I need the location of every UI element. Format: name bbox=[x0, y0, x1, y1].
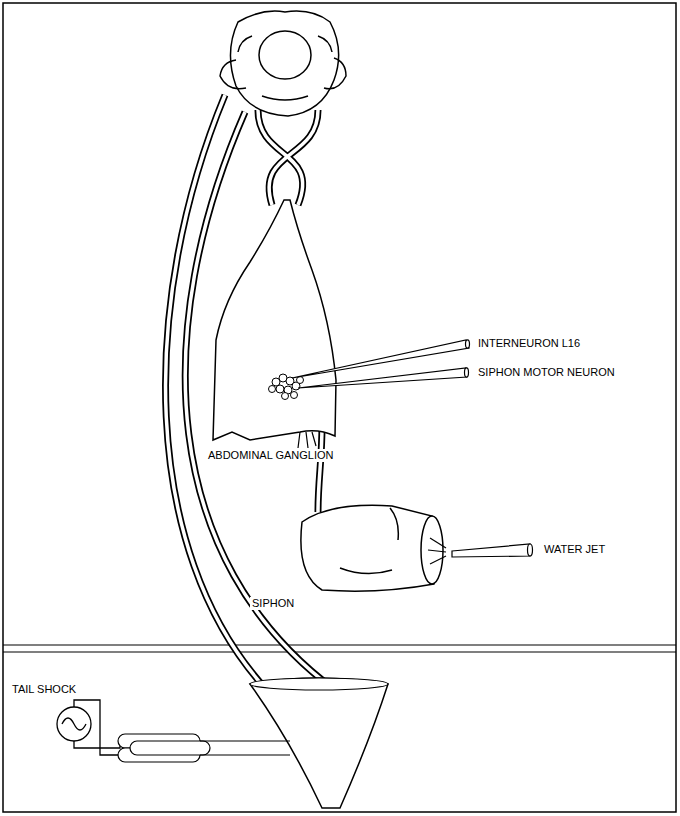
abdominal-ganglion-outline bbox=[213, 200, 336, 440]
part-label: ABDOMINAL GANGLION bbox=[206, 449, 336, 462]
microelectrode bbox=[292, 340, 470, 388]
frame bbox=[3, 3, 676, 812]
shock-electrodes bbox=[118, 734, 290, 762]
nerve-lumen bbox=[166, 95, 335, 690]
neuron-label: SIPHON MOTOR NEURON bbox=[476, 366, 617, 379]
nerves bbox=[166, 95, 335, 690]
part-label: SIPHON bbox=[250, 597, 296, 610]
tail-drawing bbox=[250, 678, 388, 808]
water-jet-nozzle bbox=[428, 538, 533, 564]
siphon-drawing bbox=[301, 505, 443, 591]
head-ganglia bbox=[220, 11, 346, 116]
tail-cut-edge bbox=[250, 678, 388, 690]
nerve-stubs bbox=[298, 432, 316, 448]
separator-line bbox=[3, 644, 676, 645]
neuron-cluster bbox=[269, 374, 304, 400]
part-label: TAIL SHOCK bbox=[10, 683, 78, 696]
part-label: WATER JET bbox=[542, 543, 607, 556]
neuron-label: INTERNEURON L16 bbox=[476, 337, 582, 350]
separator-line bbox=[3, 651, 676, 652]
